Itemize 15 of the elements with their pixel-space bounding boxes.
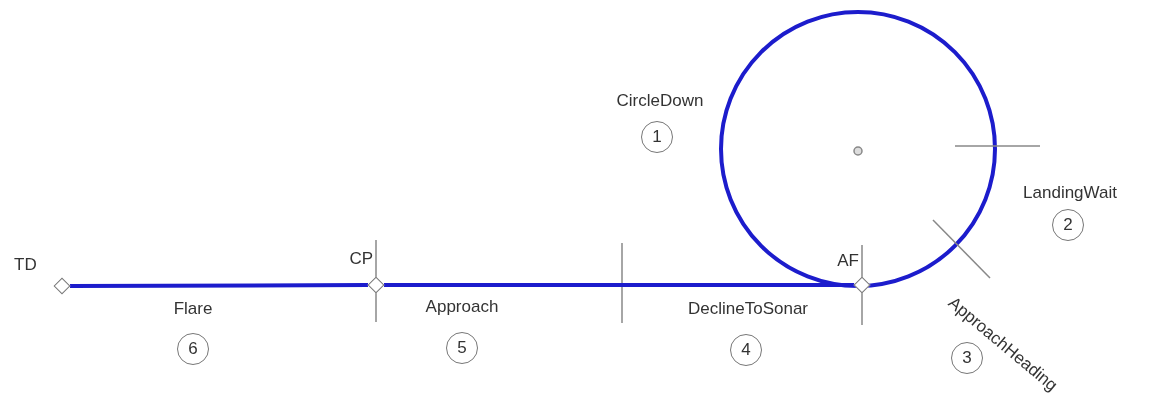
track-line bbox=[384, 283, 854, 287]
segment-label: LandingWait bbox=[1023, 183, 1117, 201]
callout-number: 4 bbox=[730, 334, 762, 366]
waypoint-label: AF bbox=[837, 252, 859, 269]
callout-number: 2 bbox=[1052, 209, 1084, 241]
segment-label: Flare bbox=[173, 299, 213, 317]
callout-number: 5 bbox=[446, 332, 478, 364]
callout-number: 1 bbox=[641, 121, 673, 153]
waypoint-label: CP bbox=[349, 250, 373, 267]
callout-number: 6 bbox=[177, 333, 209, 365]
waypoint-label: TD bbox=[14, 256, 37, 273]
segment-label: CircleDown bbox=[616, 91, 704, 109]
segment-label: DeclineToSonar bbox=[688, 299, 808, 317]
segment-label: Approach bbox=[425, 297, 499, 315]
track-line bbox=[70, 283, 368, 288]
